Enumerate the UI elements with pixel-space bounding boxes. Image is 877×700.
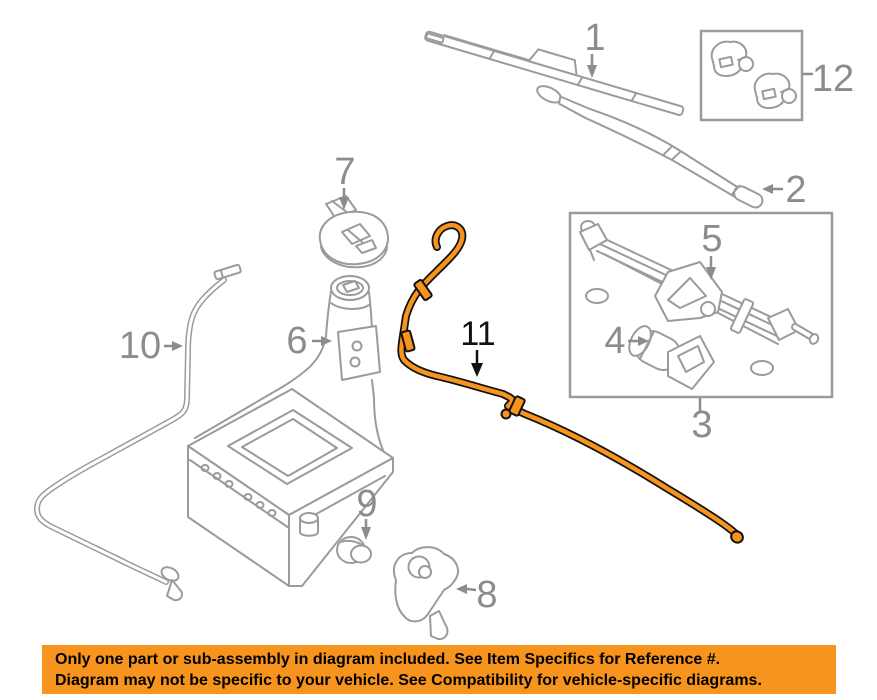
wiper-transmission-drawing bbox=[579, 220, 820, 345]
callout-9-grommet: 9 bbox=[356, 483, 377, 525]
callout-12-nozzles: 12 bbox=[812, 58, 854, 100]
washer-hose-drawing bbox=[34, 263, 242, 602]
callout-arrows bbox=[164, 54, 813, 594]
wiper-motor-drawing bbox=[628, 325, 715, 390]
highlighted-washer-hose-drawing bbox=[397, 221, 744, 544]
washer-nozzle-drawing-2 bbox=[753, 72, 797, 109]
washer-pump-drawing bbox=[393, 546, 459, 641]
disclaimer-line-1: Only one part or sub-assembly in diagram… bbox=[55, 650, 721, 668]
callout-7-cap: 7 bbox=[334, 151, 355, 193]
transmission-box bbox=[568, 211, 834, 399]
callout-10-hose: 10 bbox=[119, 325, 161, 367]
washer-reservoir-drawing bbox=[187, 275, 394, 587]
callout-6-reservoir: 6 bbox=[286, 320, 307, 362]
wiper-blade-drawing bbox=[424, 30, 685, 117]
callout-4-wiper-motor: 4 bbox=[604, 320, 625, 362]
callout-11-highlighted-hose: 11 bbox=[460, 315, 495, 353]
callout-3-transmission-box: 3 bbox=[691, 404, 712, 446]
nozzle-box bbox=[699, 29, 804, 122]
washer-cap-drawing bbox=[318, 195, 390, 269]
callout-8-washer-pump: 8 bbox=[476, 574, 497, 616]
callout-5-wiper-transmission: 5 bbox=[701, 218, 722, 260]
disclaimer-line-2: Diagram may not be specific to your vehi… bbox=[55, 671, 762, 689]
wiper-arm-drawing bbox=[536, 85, 764, 209]
grommet-drawing bbox=[336, 536, 372, 564]
washer-nozzle-drawing-1 bbox=[710, 40, 754, 77]
callout-2-wiper-arm: 2 bbox=[785, 169, 806, 211]
disclaimer-banner: Only one part or sub-assembly in diagram… bbox=[42, 645, 836, 694]
wiper-washer-parts-diagram: 1 2 3 4 5 6 7 8 9 10 11 12 bbox=[34, 17, 854, 641]
callout-1-wiper-blade: 1 bbox=[584, 17, 605, 59]
